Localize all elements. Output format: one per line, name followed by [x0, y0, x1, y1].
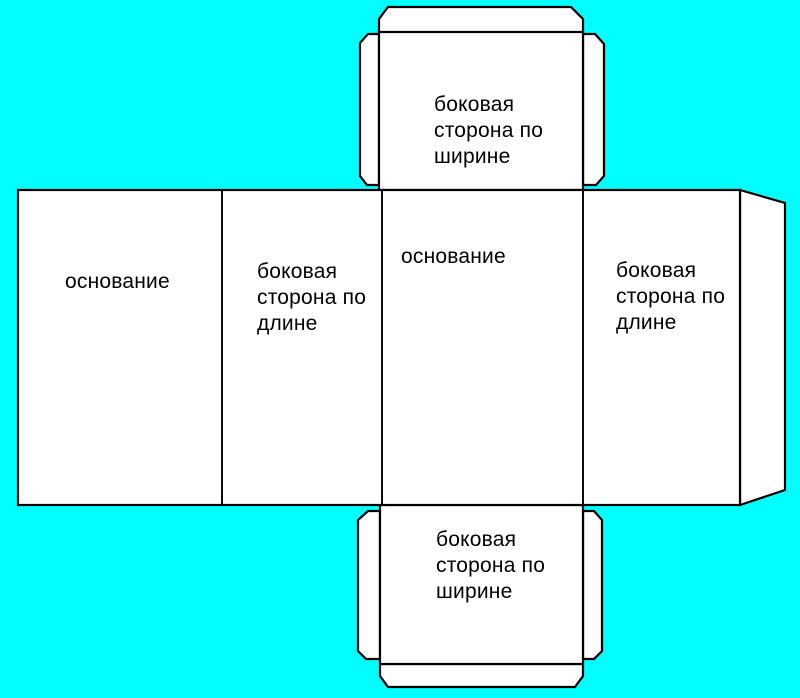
side-tab-bottom-left — [356, 509, 382, 661]
label-line: основание — [401, 245, 506, 268]
label-line: боковая — [257, 260, 338, 283]
glue-flap-bottom — [378, 662, 585, 689]
label-side-length-left: боковая сторона по длине — [257, 259, 366, 337]
side-tab-bottom-right — [581, 509, 604, 661]
label-line: ширине — [434, 145, 511, 168]
glue-flap-right — [738, 188, 787, 507]
label-side-width-top: боковая сторона по ширине — [434, 92, 543, 170]
label-line: сторона по — [257, 286, 367, 309]
panel-side-width-bottom — [378, 503, 585, 666]
label-line: длине — [257, 312, 318, 335]
label-line: сторона по — [436, 554, 546, 577]
glue-flap-top — [377, 5, 585, 35]
panel-strip-outline — [16, 188, 742, 507]
label-side-width-bottom: боковая сторона по ширине — [436, 527, 545, 605]
label-line: боковая — [616, 259, 697, 282]
side-tab-top-right — [581, 32, 606, 187]
label-line: сторона по — [434, 119, 544, 142]
label-side-length-right: боковая сторона по длине — [616, 258, 725, 336]
label-line: боковая — [436, 528, 517, 551]
label-line: длине — [616, 311, 677, 334]
label-line: боковая — [434, 93, 515, 116]
panel-side-width-top — [377, 30, 585, 192]
side-tab-top-left — [358, 32, 381, 187]
label-line: ширине — [436, 580, 513, 603]
label-line: сторона по — [616, 285, 726, 308]
label-base-left: основание — [65, 269, 170, 295]
label-base-center: основание — [401, 244, 506, 270]
label-line: основание — [65, 270, 170, 293]
